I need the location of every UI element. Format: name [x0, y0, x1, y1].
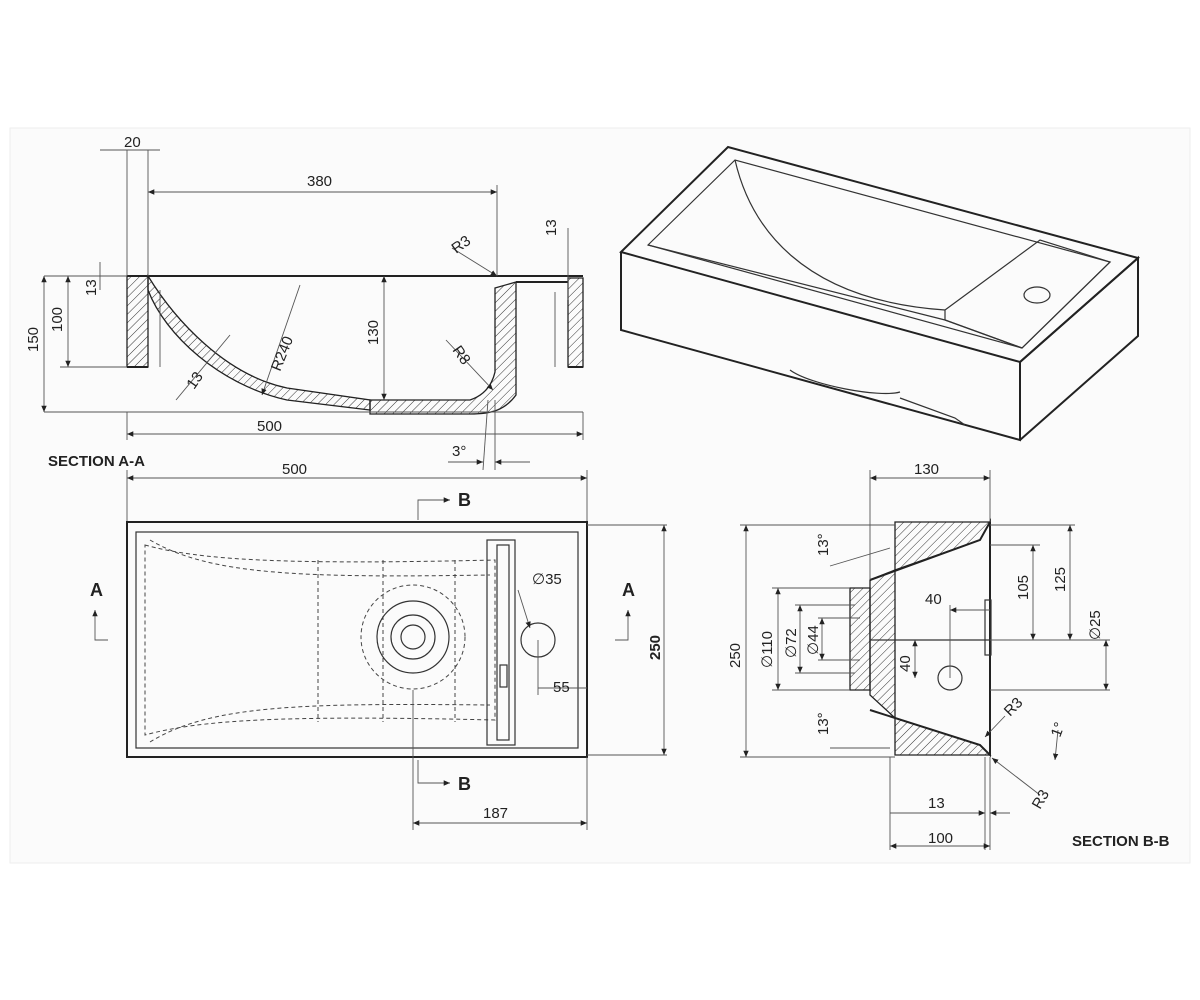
dim-20: 20: [124, 134, 141, 151]
section-marker-a-right: A: [622, 580, 635, 600]
dim-40-vertical: 40: [897, 655, 914, 672]
dim-13-wall: 13: [183, 369, 206, 392]
dim-125: 125: [1052, 567, 1069, 592]
dim-13-deg-top: 13°: [815, 533, 832, 556]
dim-100: 100: [49, 307, 66, 332]
dim-110: ∅110: [759, 631, 776, 668]
section-b-b: 130 13° 105 125 40 ∅110 ∅72 ∅44 ∅25 40 2…: [727, 461, 1170, 850]
section-a-title: SECTION A-A: [48, 453, 145, 470]
dim-250-plan: 250: [647, 635, 664, 660]
dim-250-b: 250: [727, 643, 744, 668]
section-b-title: SECTION B-B: [1072, 833, 1170, 850]
dim-72: ∅72: [783, 628, 800, 658]
dim-13-b: 13: [928, 795, 945, 812]
dim-1-deg: 1°: [1048, 720, 1069, 739]
dim-500-section: 500: [257, 418, 282, 435]
dim-13-right: 13: [543, 219, 560, 236]
dim-380: 380: [307, 173, 332, 190]
dim-3-deg: 3°: [452, 443, 466, 460]
section-marker-b-bottom: B: [458, 774, 471, 794]
plan-view: 500 250 ∅35 55 187 A A B B: [90, 461, 667, 830]
dim-187: 187: [483, 805, 508, 822]
dim-35: ∅35: [532, 571, 562, 588]
isometric-view: [619, 145, 1141, 442]
section-marker-a-left: A: [90, 580, 103, 600]
dim-500-plan: 500: [282, 461, 307, 478]
section-a-a: 20 380 150 100 13 13 R3 R240 130 R8 13 5…: [25, 134, 584, 471]
dim-105: 105: [1015, 575, 1032, 600]
dim-100-b: 100: [928, 830, 953, 847]
dim-44: ∅44: [805, 625, 822, 655]
dim-150: 150: [25, 327, 42, 352]
dim-13-deg-bottom: 13°: [815, 712, 832, 735]
dim-130-b: 130: [914, 461, 939, 478]
dim-130: 130: [365, 320, 382, 345]
dim-55: 55: [553, 679, 570, 696]
dim-25: ∅25: [1087, 610, 1104, 640]
dim-40-horizontal: 40: [925, 591, 942, 608]
section-marker-b-top: B: [458, 490, 471, 510]
dim-13-top: 13: [83, 279, 100, 296]
